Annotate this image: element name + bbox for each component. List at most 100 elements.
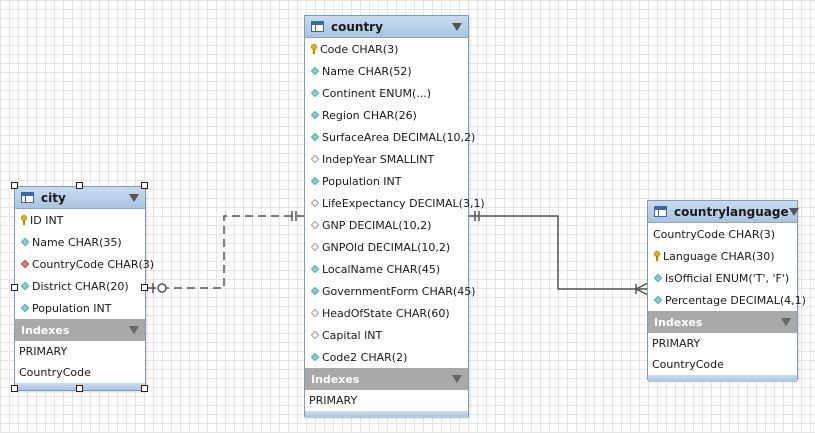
column-label: Population INT (322, 174, 402, 188)
column-diamond-icon (20, 281, 30, 291)
index-row[interactable]: PRIMARY (652, 337, 701, 350)
table-icon (21, 192, 34, 203)
column-label: Language CHAR(30) (663, 249, 775, 263)
column-row[interactable]: LifeExpectancy DECIMAL(3,1) (305, 192, 485, 214)
column-label: Code CHAR(3) (320, 42, 399, 56)
index-row[interactable]: CountryCode (19, 366, 91, 379)
collapse-triangle-icon[interactable] (452, 22, 462, 31)
column-diamond-icon (310, 132, 320, 142)
column-row[interactable]: Population INT (305, 170, 468, 192)
index-row[interactable]: PRIMARY (19, 345, 68, 358)
table-icon (311, 21, 324, 32)
column-label: SurfaceArea DECIMAL(10,2) (322, 130, 476, 144)
column-label: Name CHAR(35) (32, 235, 122, 249)
resize-handle[interactable] (76, 385, 83, 392)
entity-title: city (41, 190, 66, 205)
column-diamond-icon (310, 352, 320, 362)
entity-footer (305, 411, 468, 418)
column-label: Code2 CHAR(2) (322, 350, 408, 364)
column-label: Name CHAR(52) (322, 64, 412, 78)
table-icon (654, 206, 667, 217)
column-label: Continent ENUM(...) (322, 86, 432, 100)
column-row[interactable]: Percentage DECIMAL(4,1) (648, 289, 806, 311)
column-row[interactable]: LocalName CHAR(45) (305, 258, 468, 280)
resize-handle[interactable] (141, 284, 148, 291)
resize-handle[interactable] (11, 182, 18, 189)
column-diamond-icon (310, 176, 320, 186)
key-icon (21, 215, 27, 225)
column-label: Percentage DECIMAL(4,1) (665, 293, 806, 307)
column-row[interactable]: GovernmentForm CHAR(45) (305, 280, 476, 302)
column-row[interactable]: CountryCode CHAR(3) (648, 223, 797, 245)
column-label: ID INT (30, 213, 64, 227)
column-diamond-icon (653, 273, 663, 283)
collapse-triangle-icon[interactable] (129, 193, 139, 202)
column-row[interactable]: ID INT (15, 209, 145, 231)
nullable-column-diamond-icon (310, 330, 320, 340)
entity-country[interactable]: country Code CHAR(3) Name CHAR(52) Conti… (304, 15, 485, 418)
collapse-triangle-icon[interactable] (788, 207, 799, 216)
key-icon (654, 251, 660, 261)
nullable-column-diamond-icon (310, 308, 320, 318)
column-row[interactable]: Name CHAR(35) (15, 231, 145, 253)
index-row[interactable]: CountryCode (652, 358, 724, 371)
column-row[interactable]: SurfaceArea DECIMAL(10,2) (305, 126, 475, 148)
column-row[interactable]: District CHAR(20) (15, 275, 145, 297)
column-diamond-icon (310, 88, 320, 98)
column-row[interactable]: HeadOfState CHAR(60) (305, 302, 468, 324)
column-row[interactable]: Capital INT (305, 324, 468, 346)
nullable-column-diamond-icon (310, 220, 320, 230)
entity-header[interactable]: country (305, 16, 468, 38)
index-row[interactable]: PRIMARY (309, 394, 358, 407)
relationship-city-country[interactable] (148, 211, 305, 293)
column-label: CountryCode CHAR(3) (32, 257, 155, 271)
entity-title: country (331, 19, 383, 34)
column-row[interactable]: Code CHAR(3) (305, 38, 468, 60)
column-diamond-icon (310, 286, 320, 296)
column-row[interactable]: Language CHAR(30) (648, 245, 797, 267)
indexes-header[interactable]: Indexes (648, 311, 797, 333)
column-row[interactable]: GNPOld DECIMAL(10,2) (305, 236, 468, 258)
column-label: GNPOld DECIMAL(10,2) (322, 240, 451, 254)
column-row[interactable]: Name CHAR(52) (305, 60, 468, 82)
column-row[interactable]: Region CHAR(26) (305, 104, 468, 126)
column-label: LifeExpectancy DECIMAL(3,1) (322, 196, 485, 210)
column-label: IsOfficial ENUM('T', 'F') (665, 271, 790, 285)
column-row[interactable]: CountryCode CHAR(3) (15, 253, 154, 275)
resize-handle[interactable] (11, 385, 18, 392)
column-row[interactable]: GNP DECIMAL(10,2) (305, 214, 468, 236)
entity-city[interactable]: city ID INT Name CHAR(35) CountryCode CH… (14, 186, 154, 391)
column-label: Capital INT (322, 328, 383, 342)
column-diamond-icon (310, 66, 320, 76)
indexes-header[interactable]: Indexes (15, 319, 145, 341)
resize-handle[interactable] (141, 385, 148, 392)
entity-header[interactable]: city (15, 187, 145, 209)
column-label: IndepYear SMALLINT (322, 152, 435, 166)
nullable-column-diamond-icon (310, 198, 320, 208)
column-row[interactable]: Code2 CHAR(2) (305, 346, 468, 368)
entity-header[interactable]: countrylanguage (648, 201, 799, 223)
indexes-label: Indexes (311, 372, 360, 386)
entity-title: countrylanguage (674, 204, 789, 219)
column-row[interactable]: IndepYear SMALLINT (305, 148, 468, 170)
relationship-country-countrylanguage[interactable] (469, 211, 649, 296)
column-row[interactable]: Population INT (15, 297, 145, 319)
column-row[interactable]: Continent ENUM(...) (305, 82, 468, 104)
indexes-header[interactable]: Indexes (305, 368, 468, 390)
column-diamond-icon (310, 110, 320, 120)
resize-handle[interactable] (76, 182, 83, 189)
column-row[interactable]: IsOfficial ENUM('T', 'F') (648, 267, 797, 289)
collapse-triangle-icon[interactable] (781, 318, 791, 326)
entity-countrylanguage[interactable]: countrylanguage CountryCode CHAR(3) Lang… (647, 200, 806, 382)
resize-handle[interactable] (141, 182, 148, 189)
column-diamond-icon (653, 295, 663, 305)
resize-handle[interactable] (11, 284, 18, 291)
column-label: Region CHAR(26) (322, 108, 417, 122)
foreign-key-diamond-icon (20, 259, 30, 269)
entity-footer (648, 375, 797, 382)
column-label: District CHAR(20) (32, 279, 129, 293)
collapse-triangle-icon[interactable] (452, 375, 462, 383)
column-label: GNP DECIMAL(10,2) (322, 218, 432, 232)
collapse-triangle-icon[interactable] (129, 326, 139, 334)
